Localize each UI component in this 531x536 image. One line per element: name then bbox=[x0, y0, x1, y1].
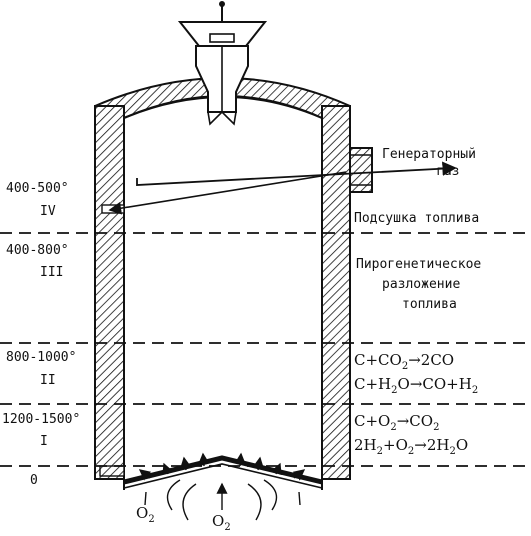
gas-outlet-pipe bbox=[349, 147, 373, 193]
right-wall bbox=[321, 105, 351, 480]
outlet-label-line-2: газ bbox=[436, 164, 459, 179]
air-inlet-labels: O2 O2 bbox=[136, 504, 231, 533]
zone-iv-temp: 400-500° bbox=[6, 181, 69, 196]
zone-i-temp: 1200-1500° bbox=[2, 412, 80, 427]
left-wall bbox=[94, 105, 125, 480]
zone-iii-process-line-3: топлива bbox=[402, 297, 457, 312]
reaction-zone-ii-1: C+CO2→2CO bbox=[354, 351, 454, 372]
grate bbox=[123, 455, 323, 490]
reaction-zone-i-1: C+O2→CO2 bbox=[354, 412, 439, 433]
zone-iv-process: Подсушка топлива bbox=[354, 211, 479, 226]
zone-ii-temp: 800-1000° bbox=[6, 350, 76, 365]
zone-zero-label: 0 bbox=[30, 473, 38, 488]
zone-ii-numeral: II bbox=[40, 373, 56, 388]
zone-boundaries bbox=[0, 232, 531, 467]
air-inflow-arrows bbox=[138, 452, 306, 521]
outlet-gas-label: Генераторный газ bbox=[382, 147, 476, 179]
furnace-body bbox=[94, 77, 351, 480]
zone-process-labels: Подсушка топлива Пирогенетическое разлож… bbox=[354, 211, 481, 312]
air-inlet-label-center: O2 bbox=[212, 512, 231, 533]
zone-iii-temp: 400-800° bbox=[6, 243, 69, 258]
zone-iii-numeral: III bbox=[40, 265, 63, 280]
reaction-equations: C+CO2→2CO C+H2O→CO+H2 C+O2→CO2 2H2+O2→2H… bbox=[354, 351, 478, 457]
zone-iii-process-line-2: разложение bbox=[382, 277, 460, 292]
zone-labels-left: 400-500° IV 400-800° III 800-1000° II 12… bbox=[2, 181, 80, 488]
charging-hopper bbox=[177, 1, 268, 126]
reaction-zone-i-2: 2H2+O2→2H2O bbox=[354, 436, 468, 457]
air-inlet-label-left: O2 bbox=[136, 504, 155, 525]
reaction-zone-ii-2: C+H2O→CO+H2 bbox=[354, 375, 478, 396]
zone-iv-numeral: IV bbox=[40, 204, 56, 219]
zone-i-numeral: I bbox=[40, 434, 48, 449]
outlet-label-line-1: Генераторный bbox=[382, 147, 476, 162]
zone-iii-process-line-1: Пирогенетическое bbox=[356, 257, 481, 272]
gas-flow-arrows bbox=[108, 161, 457, 215]
